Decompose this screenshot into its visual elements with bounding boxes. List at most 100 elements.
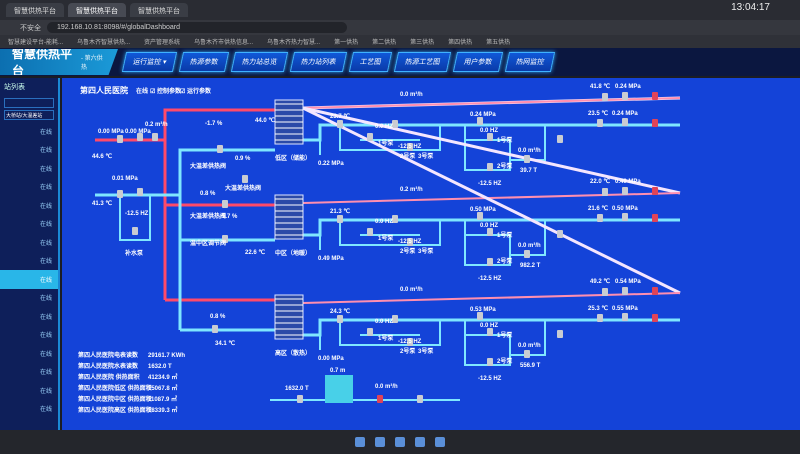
- control-valve[interactable]: [652, 119, 658, 127]
- bookmark[interactable]: 资产管理系统: [144, 40, 181, 46]
- browser-tab[interactable]: 智慧供热平台: [68, 3, 126, 17]
- station-list-item[interactable]: 在线: [0, 381, 58, 400]
- station-list-item[interactable]: 在线: [0, 400, 58, 419]
- tab-run-params[interactable]: ☑ 运行参数: [180, 87, 212, 95]
- station-list-item[interactable]: 在线: [0, 289, 58, 308]
- flow-meter[interactable]: [152, 133, 158, 141]
- station-search[interactable]: 大桥站/大温差站: [4, 110, 54, 120]
- bookmark[interactable]: 第二供热: [372, 40, 397, 46]
- bookmark[interactable]: 第一供热: [334, 40, 359, 46]
- control-valve[interactable]: [652, 187, 658, 195]
- temp-sensor[interactable]: [117, 190, 123, 198]
- right-pump-1-icon[interactable]: [487, 328, 493, 336]
- temp-sensor[interactable]: [602, 188, 608, 196]
- control-valve[interactable]: [652, 92, 658, 100]
- pump-2-icon[interactable]: [392, 120, 398, 128]
- flow-meter[interactable]: [297, 395, 303, 403]
- pressure-gauge[interactable]: [137, 133, 143, 141]
- pressure-gauge[interactable]: [622, 92, 628, 100]
- station-list-item[interactable]: 在线: [0, 344, 58, 363]
- makeup-pump-icon[interactable]: [132, 227, 138, 235]
- right-pump-1-icon[interactable]: [487, 133, 493, 141]
- temp-sensor[interactable]: [602, 288, 608, 296]
- station-list-item[interactable]: 在线: [0, 122, 58, 141]
- flow-meter[interactable]: [524, 250, 530, 258]
- valve-icon[interactable]: [377, 395, 383, 403]
- temp-sensor[interactable]: [597, 314, 603, 322]
- tab-control-params[interactable]: ☑ 控制参数: [150, 87, 182, 95]
- station-list-item[interactable]: 在线: [0, 159, 58, 178]
- heat-exchanger-0[interactable]: [274, 99, 304, 145]
- pressure-gauge[interactable]: [622, 213, 628, 221]
- browser-tab[interactable]: 智慧供热平台: [130, 3, 188, 17]
- temp-sensor[interactable]: [597, 214, 603, 222]
- station-list-item[interactable]: 在线: [0, 326, 58, 345]
- pressure-gauge[interactable]: [622, 187, 628, 195]
- station-list-item[interactable]: 在线: [0, 363, 58, 382]
- valve-icon[interactable]: [222, 200, 228, 208]
- right-pump-1-icon[interactable]: [487, 228, 493, 236]
- pressure-gauge[interactable]: [622, 118, 628, 126]
- temp-sensor[interactable]: [337, 315, 343, 323]
- heat-exchanger-2[interactable]: [274, 294, 304, 340]
- temp-sensor[interactable]: [597, 119, 603, 127]
- station-select[interactable]: [4, 98, 54, 108]
- station-list-item[interactable]: 在线: [0, 233, 58, 252]
- station-list-item[interactable]: 在线: [0, 178, 58, 197]
- pump-3-icon[interactable]: [407, 143, 413, 151]
- start-icon[interactable]: [355, 437, 365, 447]
- bookmark[interactable]: 乌鲁木齐热力智慧...: [267, 40, 321, 46]
- pump-2-icon[interactable]: [392, 315, 398, 323]
- browser-icon[interactable]: [395, 437, 405, 447]
- temp-sensor[interactable]: [602, 93, 608, 101]
- pressure-gauge[interactable]: [477, 312, 483, 320]
- flow-meter[interactable]: [524, 350, 530, 358]
- pressure-gauge[interactable]: [477, 212, 483, 220]
- station-list-item[interactable]: 在线: [0, 141, 58, 160]
- pressure-gauge[interactable]: [477, 117, 483, 125]
- search-icon[interactable]: [375, 437, 385, 447]
- url-input[interactable]: 192.168.10.81:8098/#/globalDashboard: [47, 22, 347, 33]
- pump-3-icon[interactable]: [407, 338, 413, 346]
- valve-icon[interactable]: [557, 135, 563, 143]
- pressure-gauge[interactable]: [622, 287, 628, 295]
- folder-icon[interactable]: [415, 437, 425, 447]
- pump-1-icon[interactable]: [367, 133, 373, 141]
- heat-exchanger-1[interactable]: [274, 194, 304, 240]
- browser-tab[interactable]: 智慧供热平台: [6, 3, 64, 17]
- valve-icon[interactable]: [212, 325, 218, 333]
- pump-3-icon[interactable]: [407, 238, 413, 246]
- station-list-item[interactable]: 在线: [0, 307, 58, 326]
- flow-meter[interactable]: [524, 155, 530, 163]
- valve-icon[interactable]: [557, 230, 563, 238]
- pump-1-icon[interactable]: [367, 328, 373, 336]
- valve-icon[interactable]: [417, 395, 423, 403]
- bookmark[interactable]: 乌鲁木齐市供热信息...: [194, 40, 254, 46]
- bookmark[interactable]: 第五供热: [486, 40, 511, 46]
- temp-sensor[interactable]: [337, 215, 343, 223]
- valve-icon[interactable]: [557, 330, 563, 338]
- pump-1-icon[interactable]: [367, 228, 373, 236]
- control-valve[interactable]: [652, 214, 658, 222]
- temp-sensor[interactable]: [117, 135, 123, 143]
- right-pump-2-icon[interactable]: [487, 258, 493, 266]
- station-list-item[interactable]: 在线: [0, 252, 58, 271]
- temp-sensor[interactable]: [337, 120, 343, 128]
- bookmark[interactable]: 第三供热: [410, 40, 435, 46]
- station-list-item[interactable]: 在线: [0, 215, 58, 234]
- right-pump-2-icon[interactable]: [487, 163, 493, 171]
- bookmark[interactable]: 智慧建设平台-能耗...: [8, 40, 63, 46]
- bookmark[interactable]: 第四供热: [448, 40, 473, 46]
- bookmark[interactable]: 乌鲁木齐智慧供热...: [77, 40, 131, 46]
- pressure-gauge[interactable]: [622, 313, 628, 321]
- right-pump-2-icon[interactable]: [487, 358, 493, 366]
- valve-icon[interactable]: [242, 175, 248, 183]
- station-list-item[interactable]: 在线: [0, 270, 58, 289]
- control-valve[interactable]: [652, 314, 658, 322]
- valve-icon[interactable]: [217, 145, 223, 153]
- valve-icon[interactable]: [222, 235, 228, 243]
- pump-2-icon[interactable]: [392, 215, 398, 223]
- control-valve[interactable]: [652, 287, 658, 295]
- station-list-item[interactable]: 在线: [0, 196, 58, 215]
- water-tank[interactable]: [325, 375, 353, 403]
